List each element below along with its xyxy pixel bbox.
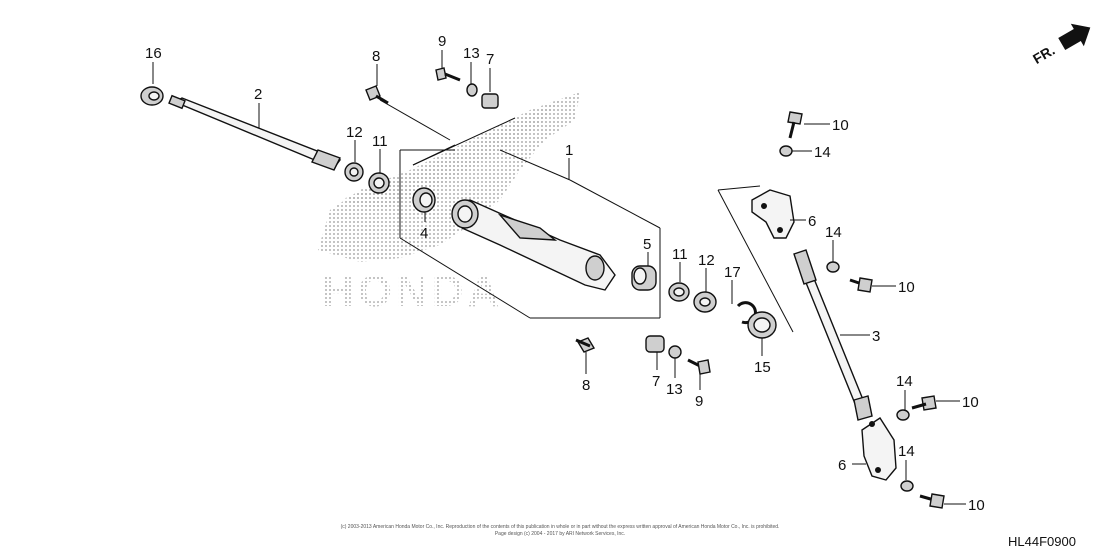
callout-13-lower: 13	[666, 381, 683, 398]
callout-10-c: 10	[962, 394, 979, 411]
part-7-lower-nut[interactable]	[645, 335, 665, 353]
leader-lines	[152, 50, 966, 505]
callout-10-b: 10	[898, 279, 915, 296]
callout-11-upper: 11	[372, 133, 388, 150]
part-11-upper-bearing[interactable]	[368, 172, 390, 194]
part-15-bushing[interactable]	[747, 311, 777, 339]
callout-9-lower: 9	[695, 393, 703, 410]
copyright-line-2: Page design (c) 2004 - 2017 by ARI Netwo…	[495, 531, 625, 537]
diagram-code: HL44F0900	[1008, 534, 1076, 549]
part-10-joint-bolt-4[interactable]	[919, 493, 945, 509]
callout-8-lower: 8	[582, 377, 590, 394]
part-6-upper-joint[interactable]	[751, 189, 795, 239]
part-5-collar[interactable]	[631, 265, 657, 291]
callout-5: 5	[643, 236, 651, 253]
callout-3: 3	[872, 328, 880, 345]
callouts: 16 2 8 9 13 7 12 11 1 4 5 11 12 17 15 8 …	[145, 33, 985, 514]
callout-9-upper: 9	[438, 33, 446, 50]
part-12-upper-seal[interactable]	[344, 162, 364, 182]
part-6-lower-joint[interactable]	[861, 417, 897, 481]
callout-6-upper: 6	[808, 213, 816, 230]
callout-4: 4	[420, 225, 428, 242]
part-10-joint-bolt-2[interactable]	[849, 277, 873, 293]
part-14-washer-2[interactable]	[826, 261, 840, 273]
callout-10-a: 10	[832, 117, 849, 134]
callout-12-lower: 12	[698, 252, 715, 269]
front-label: FR.	[1030, 42, 1058, 67]
callout-8-upper: 8	[372, 48, 380, 65]
part-8-upper-bolt[interactable]	[365, 85, 389, 105]
part-11-lower-bearing[interactable]	[668, 282, 690, 302]
callout-15: 15	[754, 359, 771, 376]
part-3-lower-shaft[interactable]	[793, 249, 873, 421]
callout-10-d: 10	[968, 497, 985, 514]
honda-wordmark: HONDA	[322, 267, 503, 316]
callout-14-d: 14	[898, 443, 915, 460]
callout-11-lower: 11	[672, 246, 688, 263]
front-direction-indicator: FR.	[1030, 23, 1091, 67]
part-10-joint-bolt-3[interactable]	[911, 395, 937, 411]
part-13-lower-washer[interactable]	[668, 345, 682, 359]
callout-13-upper: 13	[463, 45, 480, 62]
part-14-washer-4[interactable]	[900, 480, 914, 492]
part-14-washer-3[interactable]	[896, 409, 910, 421]
callout-16: 16	[145, 45, 162, 62]
callout-12-upper: 12	[346, 124, 363, 141]
part-13-upper-washer[interactable]	[466, 83, 478, 97]
callout-6-lower: 6	[838, 457, 846, 474]
assembly-frame	[379, 99, 661, 319]
callout-14-b: 14	[825, 224, 842, 241]
callout-14-a: 14	[814, 144, 831, 161]
part-7-upper-nut[interactable]	[481, 93, 499, 109]
callout-2: 2	[254, 86, 262, 103]
copyright-line-1: (c) 2003-2013 American Honda Motor Co., …	[341, 524, 780, 530]
part-4-bushing[interactable]	[412, 187, 436, 213]
part-9-lower-bolt[interactable]	[687, 358, 711, 375]
part-10-joint-bolt-1[interactable]	[787, 111, 803, 139]
front-arrow-icon	[1058, 23, 1091, 51]
part-9-upper-bolt[interactable]	[435, 67, 461, 82]
honda-watermark: HONDA	[318, 92, 580, 316]
part-8-lower-bolt[interactable]	[575, 337, 596, 353]
part-16-bushing[interactable]	[140, 86, 164, 106]
part-2-upper-shaft[interactable]	[168, 94, 342, 171]
part-14-washer-1[interactable]	[779, 145, 793, 157]
callout-14-c: 14	[896, 373, 913, 390]
callout-1: 1	[565, 142, 573, 159]
part-12-lower-seal[interactable]	[693, 291, 717, 313]
callout-17: 17	[724, 264, 741, 281]
joint-frame	[717, 185, 794, 333]
part-1-steering-column[interactable]	[451, 199, 616, 291]
part-17-circlip[interactable]	[736, 301, 757, 325]
callout-7-upper: 7	[486, 51, 494, 68]
callout-7-lower: 7	[652, 373, 660, 390]
